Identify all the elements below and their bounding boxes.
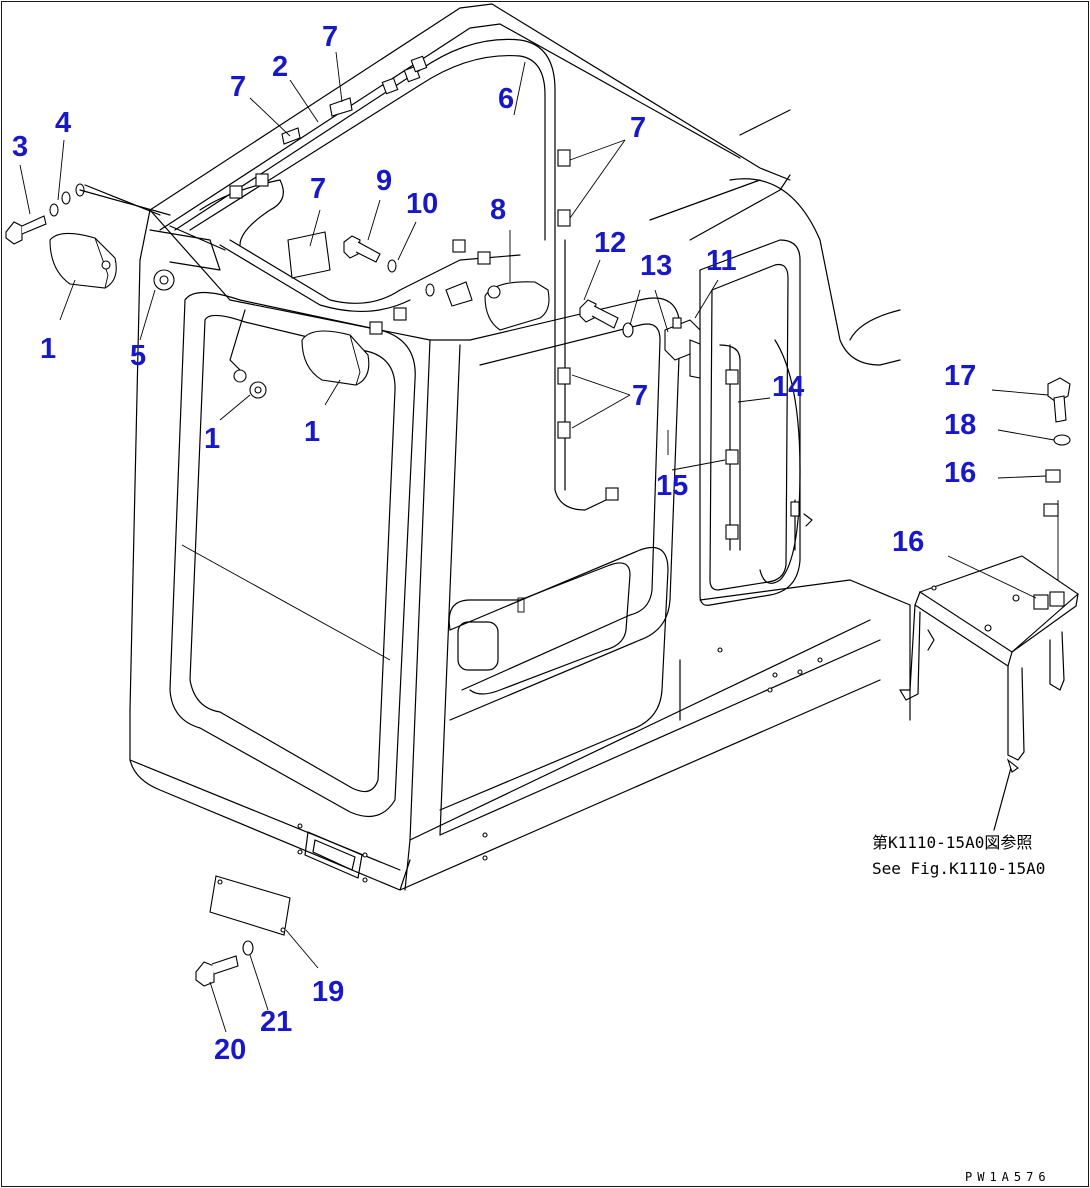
callout-10: 10 <box>406 188 438 220</box>
lamps <box>49 232 550 399</box>
callout-21: 21 <box>260 1006 292 1038</box>
roof-wiring-harness <box>174 38 813 584</box>
reference-note-en: See Fig.K1110-15A0 <box>872 859 1045 878</box>
callout-13: 13 <box>640 250 672 282</box>
callout-labels: 1 1 1 2 3 4 5 6 7 7 7 7 7 8 9 10 11 12 1… <box>12 21 976 1066</box>
controller-bracket <box>899 555 1079 831</box>
callout-12: 12 <box>594 227 626 259</box>
cab-body <box>129 3 911 891</box>
callout-19: 19 <box>312 976 344 1008</box>
callout-7: 7 <box>632 380 648 412</box>
callout-9: 9 <box>376 165 392 197</box>
callout-5: 5 <box>130 340 146 372</box>
callout-16: 16 <box>944 457 976 489</box>
callout-7: 7 <box>630 112 646 144</box>
callout-15: 15 <box>656 470 688 502</box>
callout-2: 2 <box>272 51 288 83</box>
callout-20: 20 <box>214 1034 246 1066</box>
callout-4: 4 <box>55 107 71 139</box>
callout-6: 6 <box>498 83 514 115</box>
reference-note-ja: 第K1110-15A0図参照 <box>872 833 1032 852</box>
callout-14: 14 <box>772 371 804 403</box>
rotating-lamp <box>484 281 550 331</box>
work-lamp-right <box>301 330 370 386</box>
leader-lines <box>19 51 1055 1033</box>
callout-18: 18 <box>944 409 976 441</box>
callout-1: 1 <box>304 416 320 448</box>
callout-1: 1 <box>204 423 220 455</box>
reference-note: 第K1110-15A0図参照 See Fig.K1110-15A0 <box>872 833 1045 878</box>
callout-11: 11 <box>706 245 737 277</box>
callout-8: 8 <box>490 194 506 226</box>
callout-16: 16 <box>892 526 924 558</box>
fasteners <box>5 183 1071 987</box>
callout-17: 17 <box>944 360 976 392</box>
callout-7: 7 <box>322 21 338 53</box>
work-lamp-left <box>49 232 117 289</box>
drawing-code: PW1A576 <box>965 1170 1051 1184</box>
callout-1: 1 <box>40 333 56 365</box>
callout-3: 3 <box>12 131 28 163</box>
callout-7: 7 <box>230 71 246 103</box>
callout-7: 7 <box>310 173 326 205</box>
